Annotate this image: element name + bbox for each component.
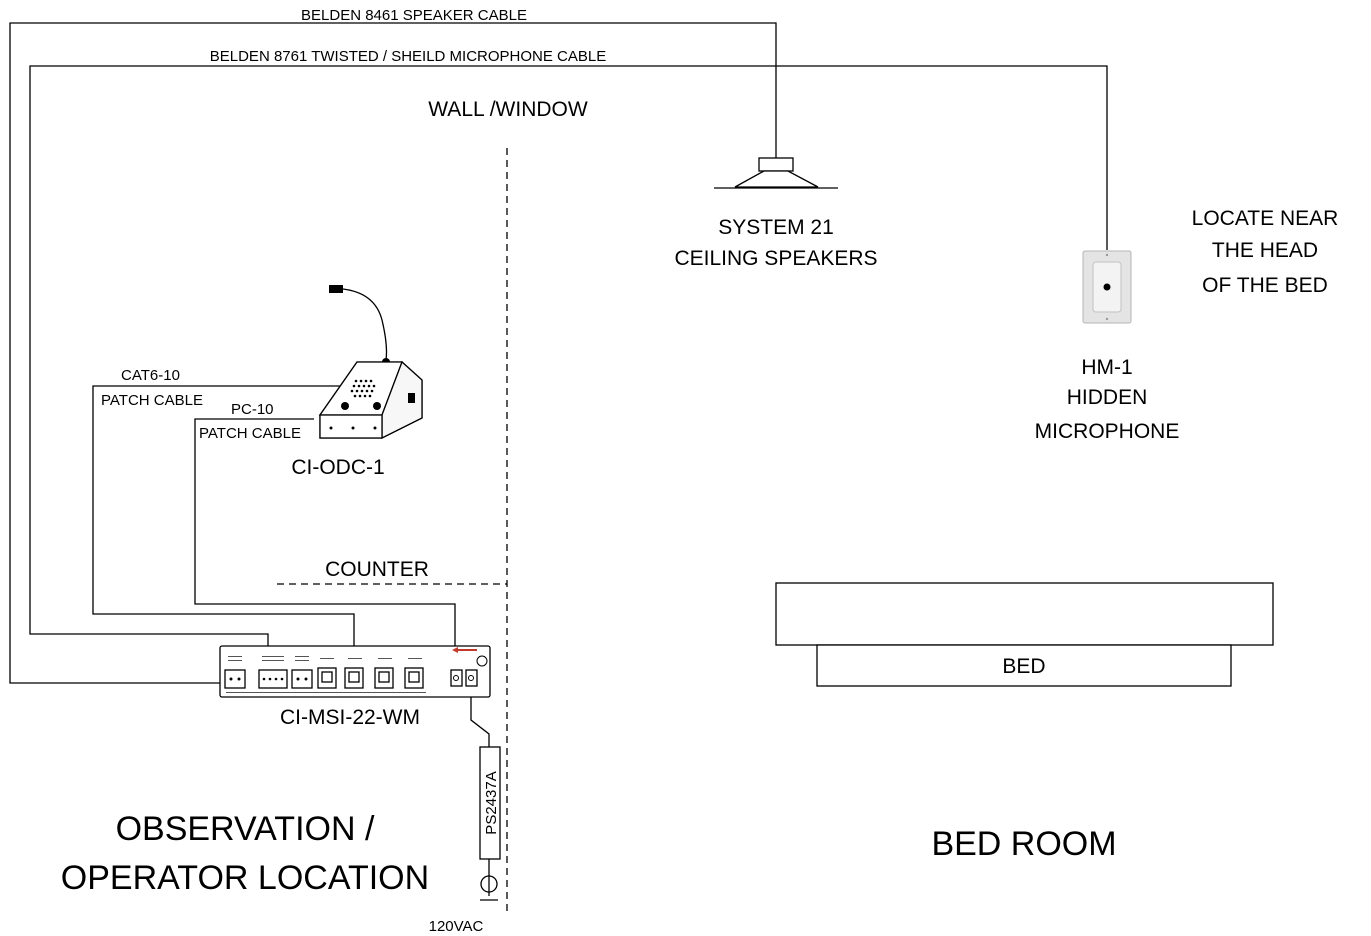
ceiling-speaker-icon [714, 157, 838, 189]
hidden-microphone-icon [1082, 250, 1132, 324]
pc10-label-line1: PC-10 [231, 401, 274, 418]
power-supply-label: PS2437A [483, 771, 500, 834]
console-label: CI-ODC-1 [291, 456, 384, 479]
locate-note-line1: LOCATE NEAR [1192, 207, 1339, 230]
power-plug-icon [480, 872, 498, 901]
pc10-label-line2: PATCH CABLE [199, 425, 301, 442]
locate-note-line3: OF THE BED [1202, 274, 1328, 297]
power-label: 120VAC [429, 918, 484, 935]
desk-console-icon [318, 285, 423, 440]
microphone-cable-run [29, 65, 1108, 650]
counter-label: COUNTER [325, 558, 429, 581]
bed-room-label: BED ROOM [931, 825, 1116, 863]
microphone-cable-label: BELDEN 8761 TWISTED / SHEILD MICROPHONE … [210, 48, 607, 65]
cat6-label-line2: PATCH CABLE [101, 392, 203, 409]
microphone-label-line1: HM-1 [1081, 356, 1132, 379]
locate-note-line2: THE HEAD [1212, 239, 1318, 262]
power-lead [470, 682, 490, 872]
power-supply-icon [479, 746, 501, 860]
wall-window-label: WALL /WINDOW [428, 98, 588, 121]
microphone-label-line2: HIDDEN [1067, 386, 1148, 409]
microphone-label-line3: MICROPHONE [1035, 420, 1180, 443]
speaker-label-line2: CEILING SPEAKERS [674, 247, 877, 270]
speaker-cable-run [9, 22, 777, 684]
bed-label: BED [1002, 655, 1045, 678]
cat6-label-line1: CAT6-10 [121, 367, 180, 384]
observation-room-label-line1: OBSERVATION / [116, 810, 375, 848]
bed-icon [775, 582, 1274, 687]
interface-unit-icon [219, 645, 491, 698]
speaker-label-line1: SYSTEM 21 [718, 216, 834, 239]
observation-room-label-line2: OPERATOR LOCATION [61, 859, 429, 897]
interface-label: CI-MSI-22-WM [280, 706, 420, 729]
cat6-patch-cable-run [92, 385, 356, 668]
speaker-cable-label: BELDEN 8461 SPEAKER CABLE [301, 7, 527, 24]
pc10-patch-cable-run [194, 418, 456, 666]
